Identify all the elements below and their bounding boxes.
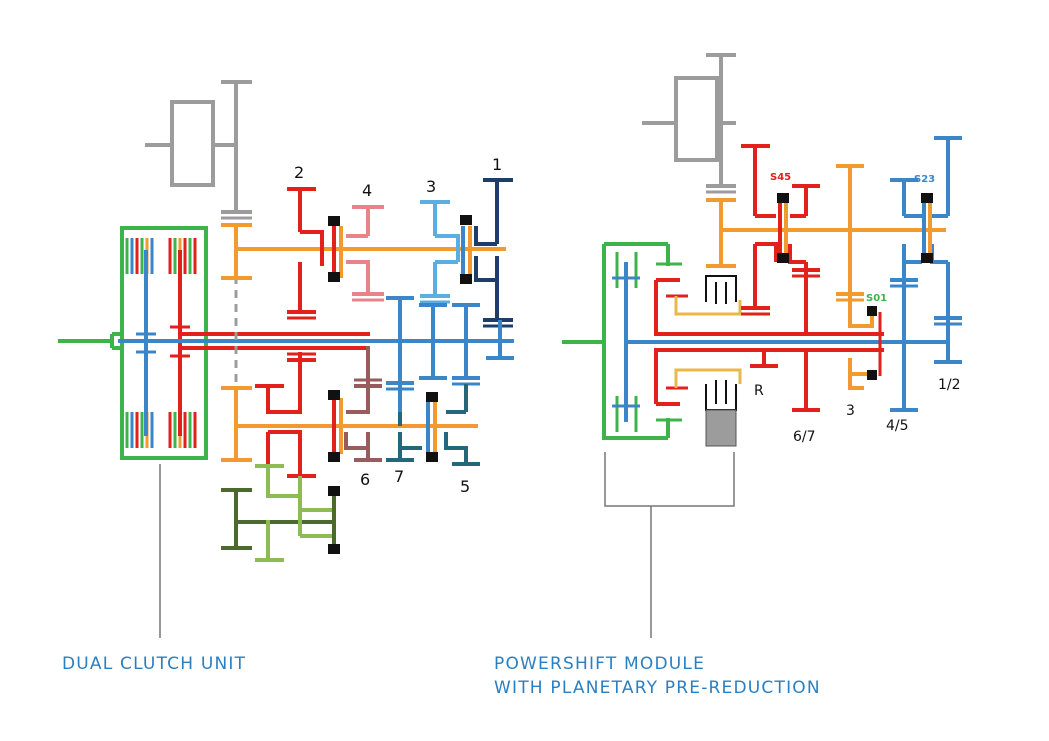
planetary-housing: [602, 242, 682, 440]
gear-3-orange: [836, 164, 874, 390]
planetary-yellow-carrier: [674, 296, 742, 388]
brake-pack-upper: [705, 275, 737, 304]
gear-4-5-and-1-2-blue: [890, 136, 962, 412]
callout-leaders: [159, 452, 735, 638]
label-s01: S01: [866, 293, 887, 304]
synchro-6: [328, 390, 343, 462]
label-gear-1: 1: [492, 155, 502, 174]
synchro-s23: [921, 193, 933, 263]
label-3-right: 3: [846, 403, 855, 419]
label-6-7: 6/7: [793, 429, 816, 445]
caption-powershift-line2: WITH PLANETARY PRE-REDUCTION: [494, 678, 821, 698]
dual-clutch-transmission-diagram: 2 4 3 1 6 7 5: [58, 80, 514, 562]
gray-output-assembly: [145, 80, 252, 220]
blue-fixed-gears: [386, 296, 514, 412]
clutch-plates-lower: [125, 412, 197, 448]
label-gear-3: 3: [426, 177, 436, 196]
gear-6-7-red: [741, 144, 820, 412]
label-4-5: 4/5: [886, 418, 909, 434]
powershift-bracket: [604, 452, 735, 507]
label-gear-7: 7: [394, 467, 404, 486]
right-layshaft: [706, 198, 946, 268]
synchro-5-7: [426, 392, 438, 462]
reverse-idler: [221, 464, 340, 562]
powershift-transmission-diagram: S45 S23 S01 R 6/7 3 4/5 1/2: [562, 53, 962, 447]
caption-powershift-line1: POWERSHIFT MODULE: [494, 654, 706, 674]
right-gear-labels: R 6/7 3 4/5 1/2: [754, 377, 961, 445]
label-1-2: 1/2: [938, 377, 961, 393]
synchro-s01-lower-block: [867, 370, 877, 380]
dual-clutch-housing: [110, 226, 208, 460]
gear-7: [386, 412, 422, 462]
gear-3: [420, 200, 460, 304]
label-gear-5: 5: [460, 477, 470, 496]
brake-pack-lower: [705, 380, 737, 447]
clutch-plates-upper: [125, 238, 197, 274]
label-gear-6: 6: [360, 470, 370, 489]
label-r: R: [754, 383, 764, 399]
label-gear-2: 2: [294, 163, 304, 182]
gear-5: [444, 384, 480, 466]
gear-1: [474, 178, 513, 328]
label-gear-4: 4: [362, 181, 372, 200]
synchro-labels: S45 S23 S01: [770, 172, 935, 304]
caption-dual-clutch-unit: DUAL CLUTCH UNIT: [62, 654, 247, 674]
gray-output-assembly-right: [642, 53, 736, 194]
synchro-s45: [777, 193, 789, 263]
gear-red-lower: [255, 352, 316, 478]
left-gear-labels: 2 4 3 1 6 7 5: [294, 155, 502, 496]
gear-4: [346, 205, 384, 302]
synchro-1-3: [460, 215, 472, 284]
gear-6: [344, 346, 382, 462]
lower-layshaft: [221, 386, 478, 462]
label-s23: S23: [914, 174, 935, 185]
label-s45: S45: [770, 172, 791, 183]
synchro-2-4: [328, 216, 343, 282]
synchro-s01-upper-block: [867, 306, 877, 316]
gear-2: [287, 187, 324, 320]
